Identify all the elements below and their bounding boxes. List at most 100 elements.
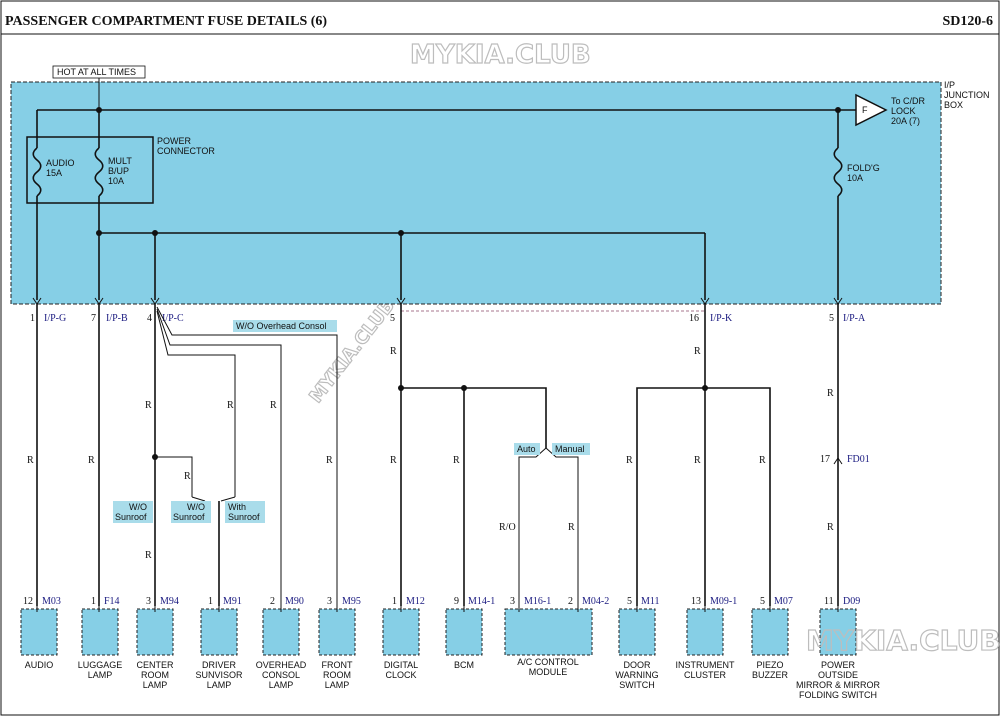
digital-clock-component-box [382,608,420,656]
svg-text:JUNCTION: JUNCTION [944,90,990,100]
svg-text:CLOCK: CLOCK [385,670,416,680]
svg-text:10A: 10A [847,173,863,183]
svg-text:MODULE: MODULE [529,667,568,677]
svg-text:A/C CONTROL: A/C CONTROL [517,657,579,667]
component-conn: M12 [406,596,425,607]
component-pin: 9 [454,596,459,607]
component-pin: 2 [568,596,573,607]
foldg-fuse-label: FOLD'G 10A [847,163,880,183]
svg-text:BOX: BOX [944,100,963,110]
svg-text:FOLDING SWITCH: FOLDING SWITCH [799,690,877,700]
svg-text:ROOM: ROOM [141,670,169,680]
wire-color-label: R [759,455,766,466]
box-pin-5-conn: I/P-K [710,313,733,324]
audio-component-box [20,608,58,656]
component-pin: 3 [327,596,332,607]
instrument-cluster-component-name: INSTRUMENT CLUSTER [676,660,735,680]
front-room-lamp-component-box [318,608,356,656]
svg-text:LAMP: LAMP [207,680,232,690]
svg-text:CLUSTER: CLUSTER [684,670,727,680]
box-pin-6-conn: I/P-A [843,313,866,324]
power-outside-mirror-switch-component-name: POWER OUTSIDE MIRROR & MIRROR FOLDING SW… [796,660,880,700]
box-pin-4-number: 5 [390,313,395,324]
bcm-component-name: BCM [454,660,474,670]
component-pin: 5 [760,596,765,607]
svg-text:CONSOL: CONSOL [262,670,300,680]
wire-color-label: R [568,522,575,533]
svg-text:LAMP: LAMP [88,670,113,680]
door-warning-switch-component-box [618,608,656,656]
svg-text:DOOR: DOOR [624,660,652,670]
driver-sunvisor-lamp-component-name: DRIVER SUNVISOR LAMP [195,660,243,690]
svg-text:ROOM: ROOM [323,670,351,680]
svg-text:LAMP: LAMP [325,680,350,690]
svg-text:MULT: MULT [108,156,132,166]
bcm-component-box [445,608,483,656]
digital-clock-component-name: DIGITAL CLOCK [384,660,418,680]
component-pin: 13 [691,596,701,607]
box-pin-1-conn: I/P-G [44,313,66,324]
svg-text:POWER: POWER [821,660,856,670]
junction-box [10,81,942,305]
foldg-fuse-icon [833,147,843,197]
component-conn: M94 [160,596,179,607]
component-pin: 1 [392,596,397,607]
wire-color-label: R [390,346,397,357]
svg-text:I/P: I/P [944,80,955,90]
junction-box-label: I/P JUNCTION BOX [944,80,990,110]
svg-text:To C/DR: To C/DR [891,96,926,106]
box-pin-3-number: 4 [147,313,152,324]
wire-color-label: R [270,400,277,411]
hot-at-all-times-label: HOT AT ALL TIMES [57,67,136,77]
component-conn: F14 [104,596,120,607]
component-pin: 5 [627,596,632,607]
svg-text:PIEZO: PIEZO [756,660,783,670]
wire-color-label: R [390,455,397,466]
component-conn: M11 [641,596,660,607]
inline-connector-icon [833,457,843,465]
component-conn: M03 [42,596,61,607]
cdr-lock-fuse-symbol: F [862,105,868,115]
power-connector-label: POWER CONNECTOR [157,136,215,156]
wire-color-label: R [827,522,834,533]
svg-text:W/O: W/O [187,502,205,512]
auto-option-label: Auto [517,444,536,454]
svg-text:FRONT: FRONT [322,660,353,670]
inline-connector-conn: FD01 [847,454,870,465]
luggage-lamp-component-name: LUGGAGE LAMP [78,660,123,680]
svg-text:With: With [228,502,246,512]
inline-connector-pin: 17 [820,454,830,465]
manual-option-label: Manual [555,444,585,454]
component-pin: 1 [208,596,213,607]
diagram-title: PASSENGER COMPARTMENT FUSE DETAILS (6) [5,14,327,29]
cdr-lock-fuse-icon [855,93,888,127]
box-pin-6-number: 5 [829,313,834,324]
svg-text:POWER: POWER [157,136,192,146]
component-pin: 11 [824,596,834,607]
svg-text:Sunroof: Sunroof [228,512,260,522]
wire-color-label: R/O [499,522,516,533]
wire-color-label: R [694,455,701,466]
component-pin: 3 [510,596,515,607]
svg-text:DIGITAL: DIGITAL [384,660,418,670]
component-pin: 3 [146,596,151,607]
wire-color-label: R [145,550,152,561]
audio-fuse-label: AUDIO 15A [46,158,75,178]
wire-color-label: R [827,388,834,399]
svg-text:LOCK: LOCK [891,106,916,116]
center-room-lamp-component-box [136,608,174,656]
svg-text:AUDIO: AUDIO [46,158,75,168]
mult-fuse-icon [94,147,104,197]
box-pin-2-number: 7 [91,313,96,324]
wire-color-label: R [184,471,191,482]
wire-color-label: R [88,455,95,466]
svg-text:20A (7): 20A (7) [891,116,920,126]
front-room-lamp-component-name: FRONT ROOM LAMP [322,660,353,690]
mult-fuse-label: MULT B/UP 10A [108,156,132,186]
box-pin-5-number: 16 [689,313,699,324]
component-conn: M95 [342,596,361,607]
component-pin: 2 [270,596,275,607]
wire-color-label: R [626,455,633,466]
box-pin-3-conn: I/P-C [162,313,184,324]
power-connector-box [26,136,154,204]
